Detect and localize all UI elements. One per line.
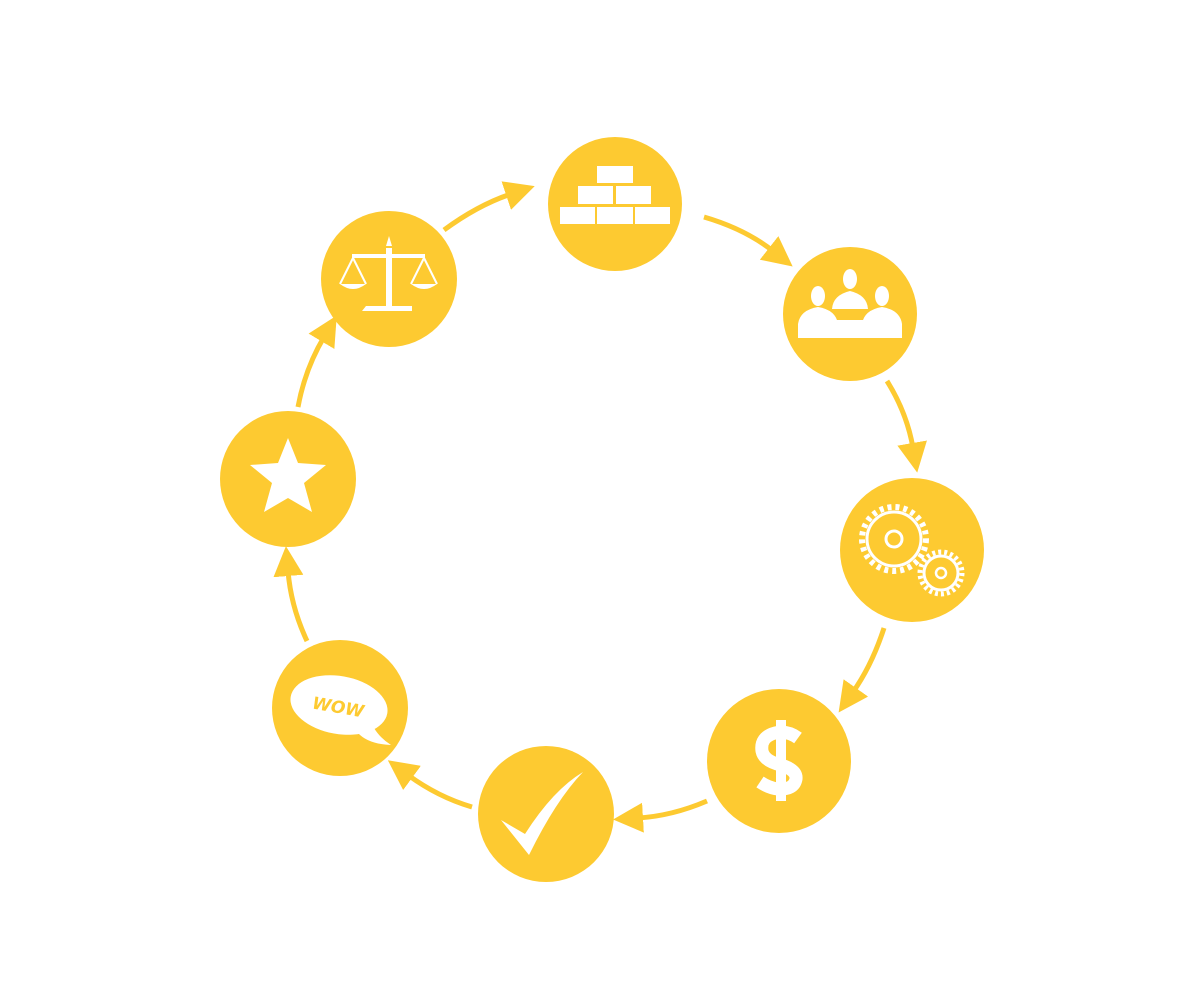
arrow-gears-to-dollar [838, 627, 887, 713]
cycle-steps [220, 137, 984, 882]
dollar-icon [755, 720, 803, 801]
team-icon [798, 269, 902, 338]
step-team [783, 247, 917, 381]
cycle-arrows [273, 181, 927, 833]
arrow-scales-to-bricks [442, 181, 535, 233]
checkmark-icon [501, 772, 583, 855]
gears-icon [859, 504, 965, 597]
scales-icon [339, 236, 438, 311]
arrow-checkmark-to-wow [387, 760, 473, 810]
arrow-bricks-to-team [703, 214, 793, 267]
arrow-star-to-scales [295, 315, 337, 408]
speech-bubble-icon: WOW [290, 675, 391, 745]
arrow-dollar-to-checkmark [613, 798, 708, 833]
arrow-team-to-gears [884, 379, 927, 473]
bricks-icon [560, 166, 670, 224]
star-icon [250, 438, 326, 512]
step-bricks [548, 137, 682, 271]
arrow-wow-to-star [273, 546, 310, 643]
